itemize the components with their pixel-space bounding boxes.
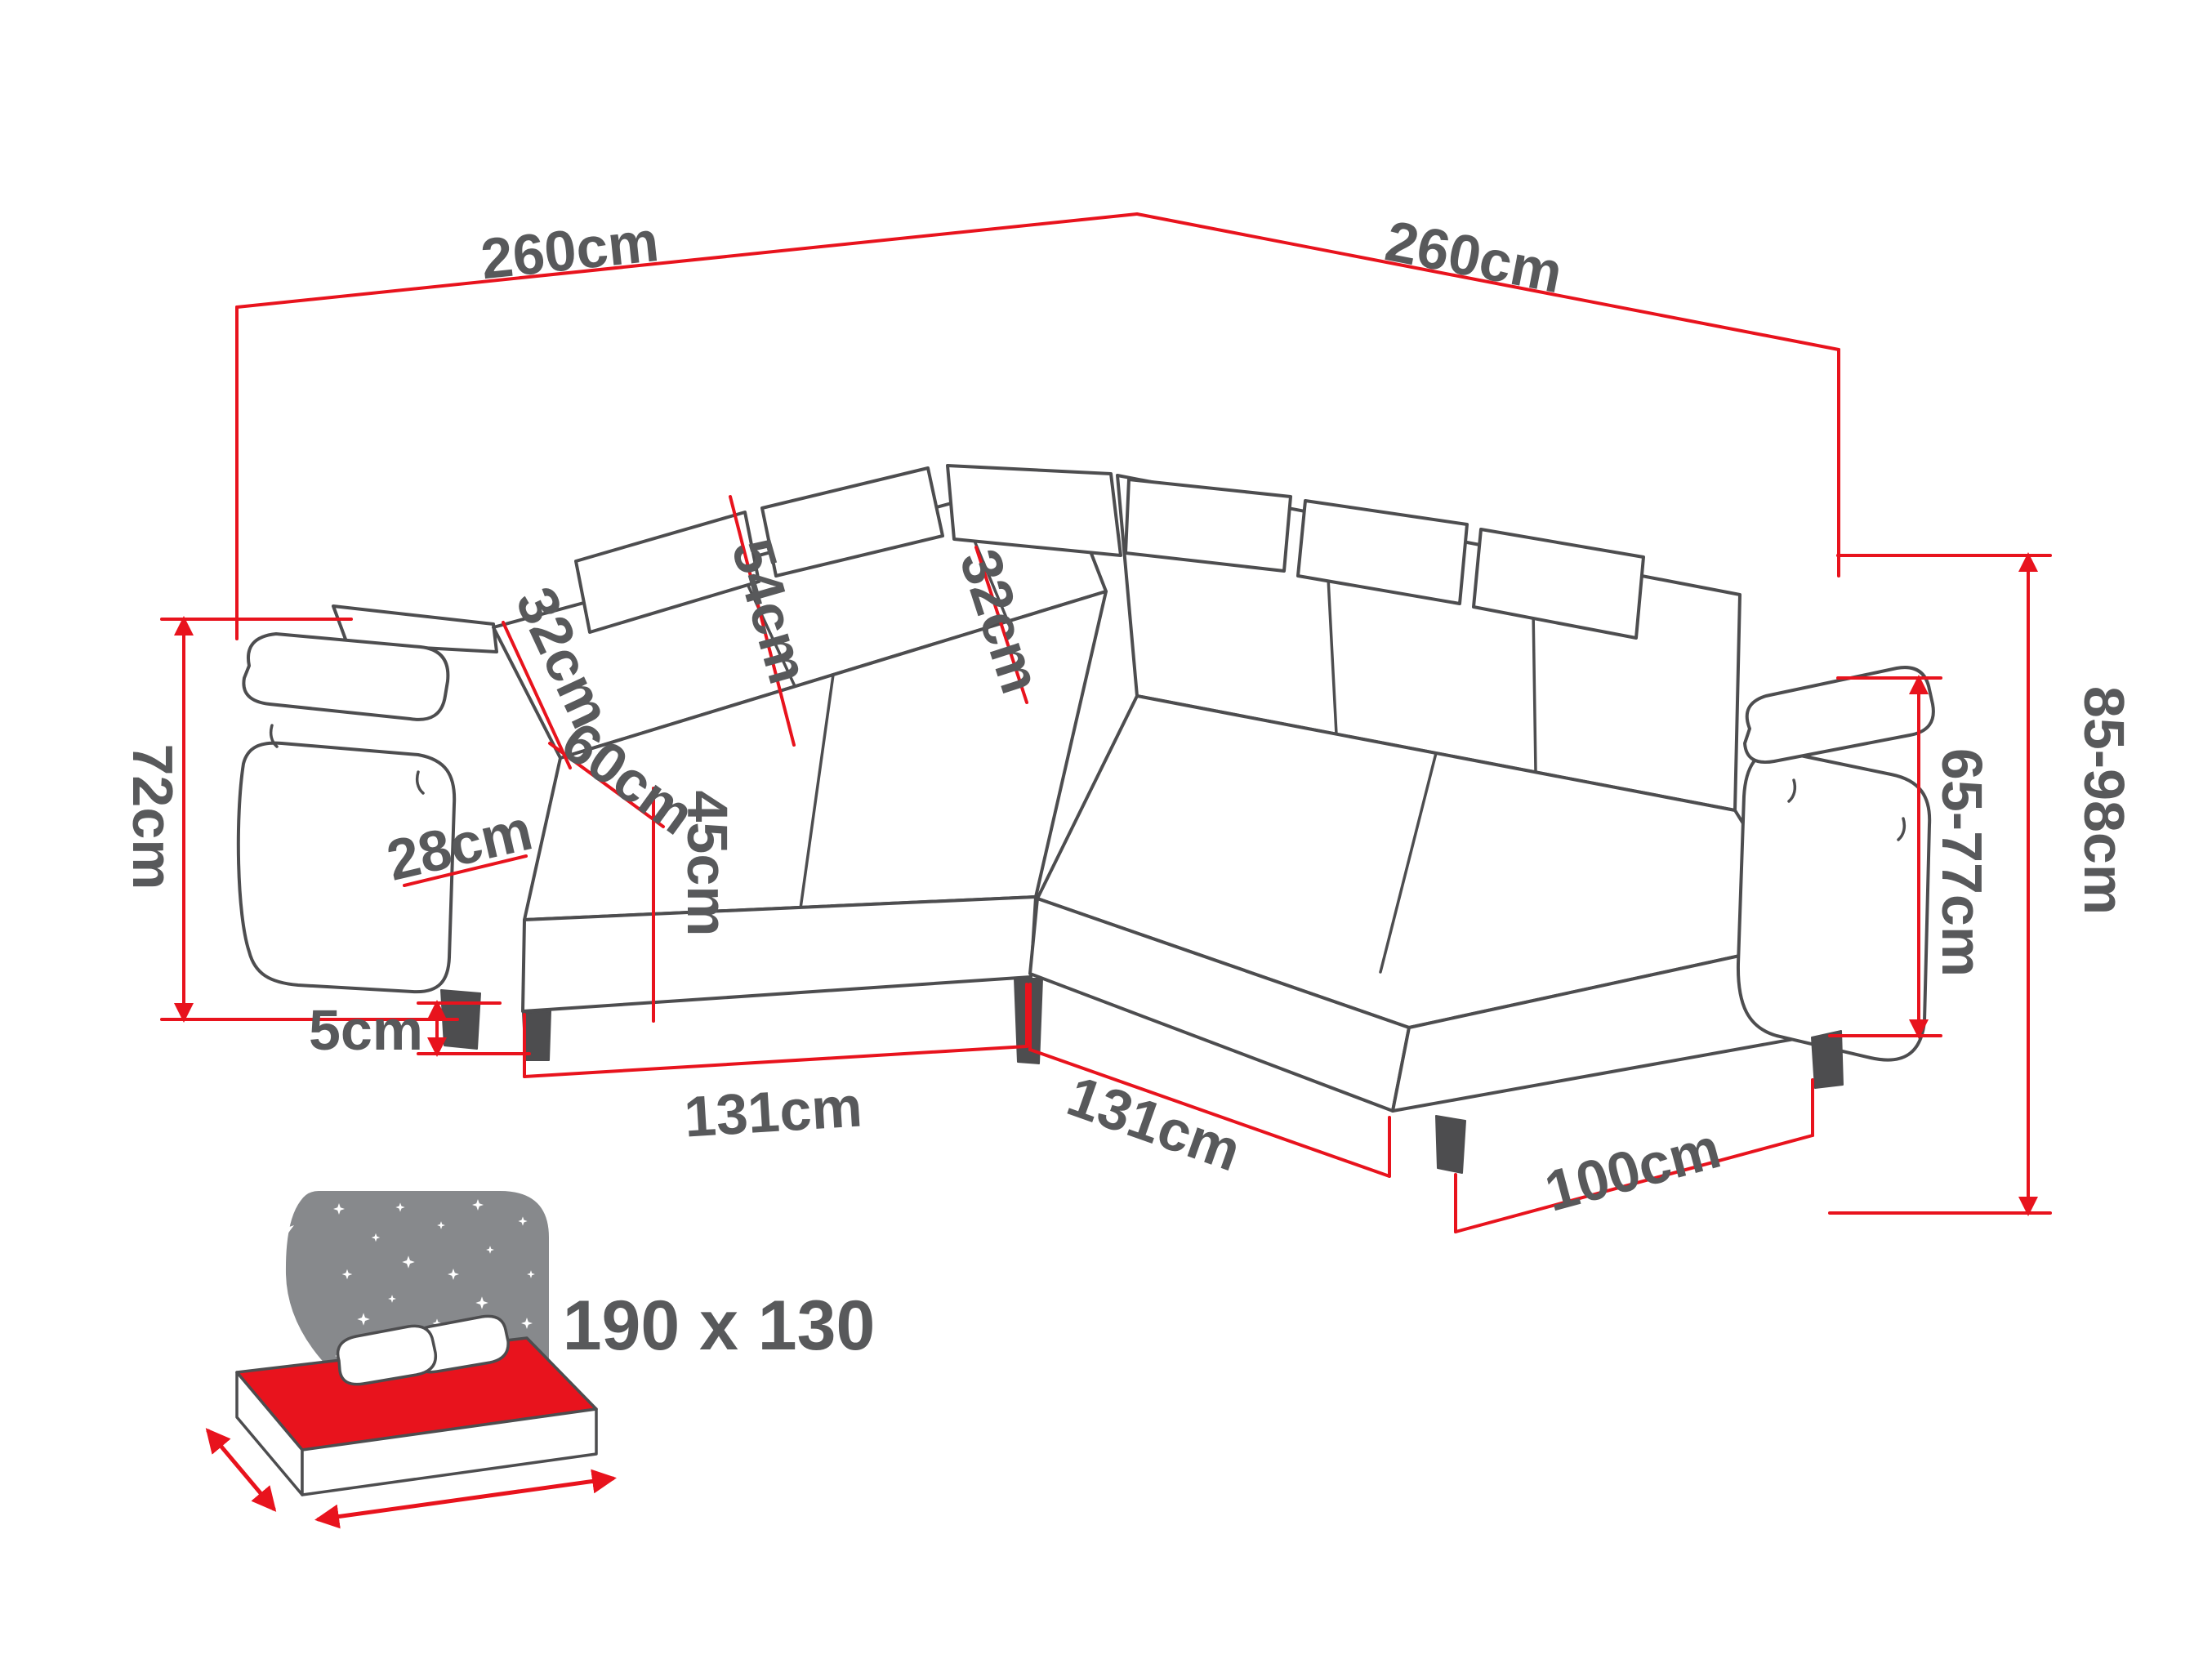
dim-line xyxy=(1454,1134,1814,1233)
dim-line xyxy=(548,742,665,828)
dim-line xyxy=(403,854,528,887)
sofa-outline xyxy=(236,464,1935,1174)
dim-line xyxy=(974,546,1028,704)
label-backrest-height-range: 85-98cm xyxy=(2072,686,2136,915)
corner-headrest-cushion xyxy=(946,464,1122,557)
label-seat-height: 45cm xyxy=(676,790,739,936)
bed-width-arrow xyxy=(205,1428,277,1512)
bed-length-arrow xyxy=(314,1469,617,1529)
dim-leg-height: 5cm xyxy=(309,998,531,1062)
dim-seat-length-left: 131cm xyxy=(523,983,1028,1149)
label-leg-height: 5cm xyxy=(309,998,423,1062)
armrest-pin-icon xyxy=(1787,778,1797,803)
dim-line xyxy=(1135,212,1840,351)
moon-crescent-icon xyxy=(236,1225,294,1379)
dim-armrest-height: 72cm xyxy=(121,616,459,1023)
headrest-cushion xyxy=(1124,478,1292,573)
headrest-cushion xyxy=(1472,528,1645,640)
sofa-right-armrest xyxy=(1736,749,1932,1062)
sofa-right-armrest-bolster xyxy=(1743,666,1935,764)
dim-line xyxy=(729,495,796,747)
label-bed-dimensions: 190 x 130 xyxy=(563,1287,876,1365)
label-armrest-height: 72cm xyxy=(121,743,185,890)
label-seat-length-left: 131cm xyxy=(682,1074,863,1148)
label-armrest-height-range: 65-77cm xyxy=(1930,748,1994,977)
headrest-cushion xyxy=(1296,499,1469,605)
dim-line xyxy=(1028,1048,1391,1178)
headrest-cushion xyxy=(760,466,944,578)
dim-line xyxy=(523,1045,1028,1078)
dim-line xyxy=(235,212,1139,309)
headrest-cushion xyxy=(574,511,760,634)
armrest-pin-icon xyxy=(1897,817,1907,841)
sofa-back-left-panel xyxy=(332,604,498,653)
armrest-pin-icon xyxy=(415,770,425,795)
dim-armrest-height-range: 65-77cm xyxy=(1828,675,1994,1039)
pillow xyxy=(336,1324,438,1386)
sofa-leg xyxy=(1435,1115,1466,1174)
seat-seam xyxy=(1379,751,1438,974)
armrest-pin-icon xyxy=(269,724,279,748)
sofa-left-seat-front xyxy=(521,895,1037,1013)
dim-backrest-height-range: 85-98cm xyxy=(1828,552,2136,1216)
sofa-leg xyxy=(1811,1030,1844,1089)
seat-seam xyxy=(799,673,835,910)
dim-line xyxy=(502,621,572,769)
sofa-left-armrest xyxy=(236,741,457,994)
dim-seat-height: 45cm xyxy=(652,787,739,1023)
bed-icon: 190 x 130 xyxy=(205,1191,876,1529)
sofa-left-armrest-bolster xyxy=(242,632,450,721)
